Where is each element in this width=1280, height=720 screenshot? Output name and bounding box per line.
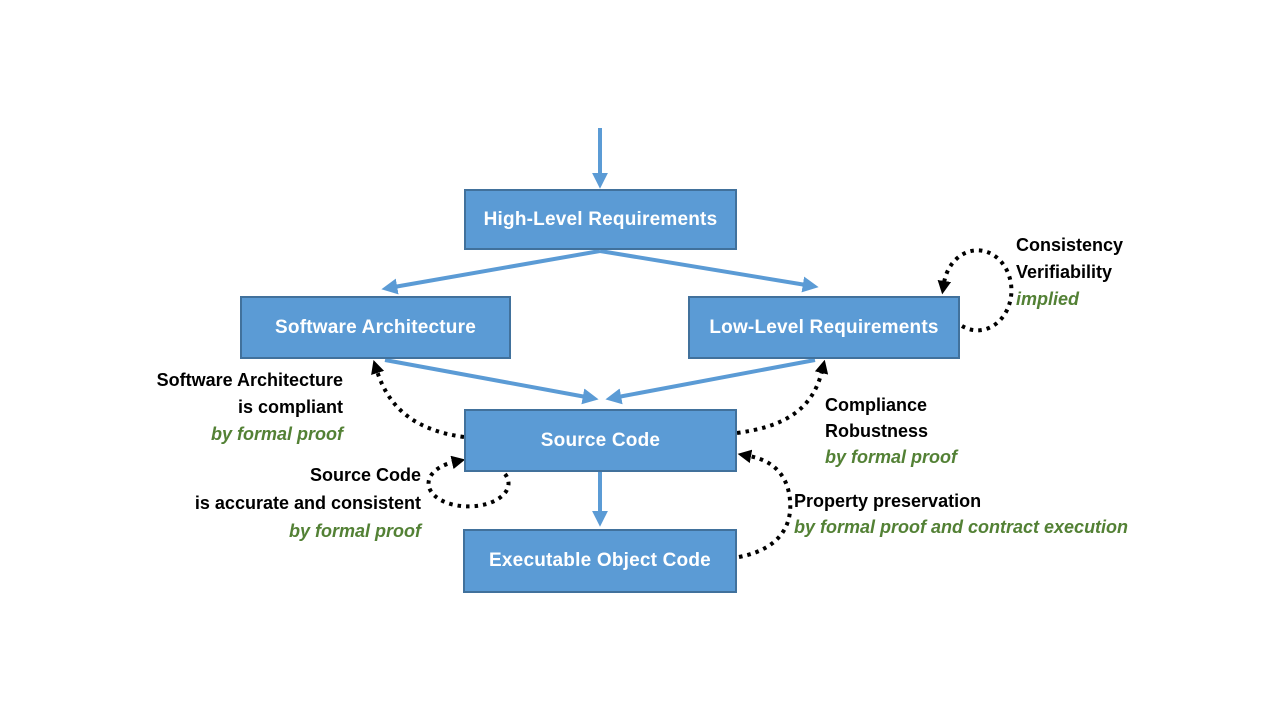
annotation-sa-compliant: Software Architecture is compliant by fo… bbox=[157, 367, 343, 448]
annotation-line: Verifiability bbox=[1016, 262, 1113, 282]
box-label: Source Code bbox=[540, 429, 661, 451]
box-low-level-requirements: Low-Level Requirements bbox=[688, 296, 960, 359]
arrow-sc-to-llr-dotted bbox=[736, 359, 829, 435]
box-high-level-requirements: High-Level Requirements bbox=[464, 189, 737, 250]
annotation-line: Consistency bbox=[1016, 235, 1124, 255]
arrow-sc-to-sa-dotted bbox=[371, 359, 465, 439]
annotation-line: Software Architecture bbox=[156, 370, 343, 390]
arrow-hlr-to-llr bbox=[599, 249, 819, 293]
box-executable-object-code: Executable Object Code bbox=[463, 529, 737, 593]
arrow-llr-self-loop bbox=[937, 248, 1014, 333]
annotation-eoc-preservation: Property preservation by formal proof an… bbox=[794, 488, 1128, 540]
box-label: High-Level Requirements bbox=[483, 208, 718, 230]
annotation-line: Compliance bbox=[825, 395, 928, 415]
box-source-code: Source Code bbox=[464, 409, 737, 472]
annotation-line: Source Code bbox=[309, 465, 421, 485]
annotation-method: by formal proof and contract execution bbox=[794, 517, 1129, 537]
arrow-sa-to-sc bbox=[384, 358, 599, 405]
annotation-sc-accurate: Source Code is accurate and consistent b… bbox=[195, 461, 421, 545]
arrow-hlr-to-sa bbox=[381, 249, 601, 295]
annotation-method: by formal proof bbox=[288, 521, 421, 541]
box-label: Low-Level Requirements bbox=[709, 316, 939, 338]
annotation-line: is compliant bbox=[237, 397, 343, 417]
annotation-line: Robustness bbox=[825, 421, 929, 441]
arrow-eoc-to-sc-dotted bbox=[737, 449, 793, 559]
box-label: Executable Object Code bbox=[489, 550, 711, 571]
box-label: Software Architecture bbox=[275, 316, 476, 338]
annotation-method: by formal proof bbox=[210, 424, 343, 444]
arrow-sc-self-loop bbox=[426, 455, 511, 509]
box-software-architecture: Software Architecture bbox=[240, 296, 511, 359]
annotation-method: by formal proof bbox=[825, 447, 958, 467]
annotation-method: implied bbox=[1016, 289, 1080, 309]
annotation-line: Property preservation bbox=[794, 491, 982, 511]
arrow-llr-to-sc bbox=[605, 358, 816, 405]
annotation-sc-compliance: Compliance Robustness by formal proof bbox=[825, 392, 957, 470]
annotation-llr-consistency: Consistency Verifiability implied bbox=[1016, 232, 1123, 313]
annotation-line: is accurate and consistent bbox=[194, 493, 421, 513]
